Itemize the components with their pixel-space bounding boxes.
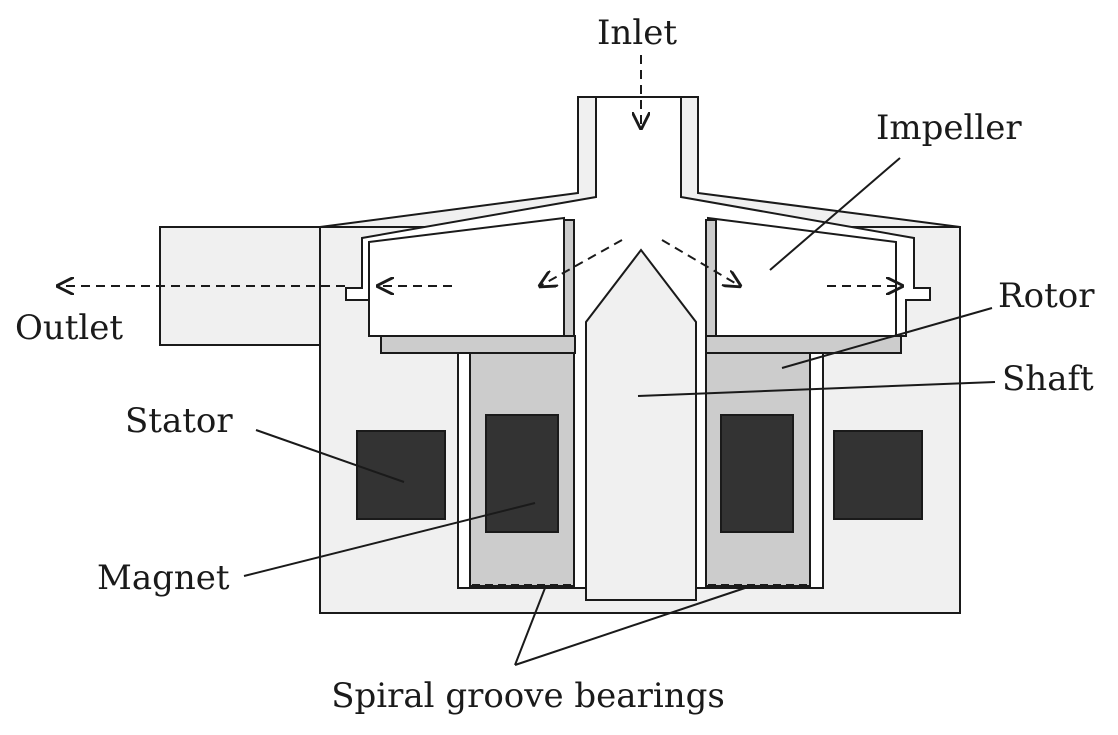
- magnet-label: Magnet: [97, 558, 230, 598]
- leader-rotor: [781, 307, 993, 369]
- magnet-left: [485, 414, 559, 533]
- rotor-label: Rotor: [998, 276, 1095, 316]
- flow-arrow-split-left: [540, 239, 623, 286]
- leader-impeller: [769, 157, 901, 271]
- bearings-label: Spiral groove bearings: [331, 676, 725, 716]
- leader-bearing-right: [514, 587, 746, 666]
- impeller-hub-right: [705, 219, 717, 341]
- impeller-hub-left: [563, 219, 575, 341]
- leader-shaft: [637, 381, 996, 397]
- stator-right: [833, 430, 923, 520]
- rotor-plate-left: [380, 335, 576, 354]
- shaft-label: Shaft: [1002, 359, 1094, 399]
- rotor-plate-right: [705, 335, 902, 354]
- stator-left: [356, 430, 446, 520]
- flow-arrow-split-right: [661, 239, 740, 286]
- leader-bearing-left: [514, 587, 546, 666]
- inlet-label: Inlet: [597, 13, 677, 53]
- impeller-label: Impeller: [876, 108, 1022, 148]
- magnet-right: [720, 414, 794, 533]
- outlet-label: Outlet: [15, 308, 123, 348]
- leader-magnet: [243, 502, 536, 577]
- shaft: [585, 248, 697, 601]
- stator-label: Stator: [125, 401, 233, 441]
- leader-stator: [255, 429, 405, 483]
